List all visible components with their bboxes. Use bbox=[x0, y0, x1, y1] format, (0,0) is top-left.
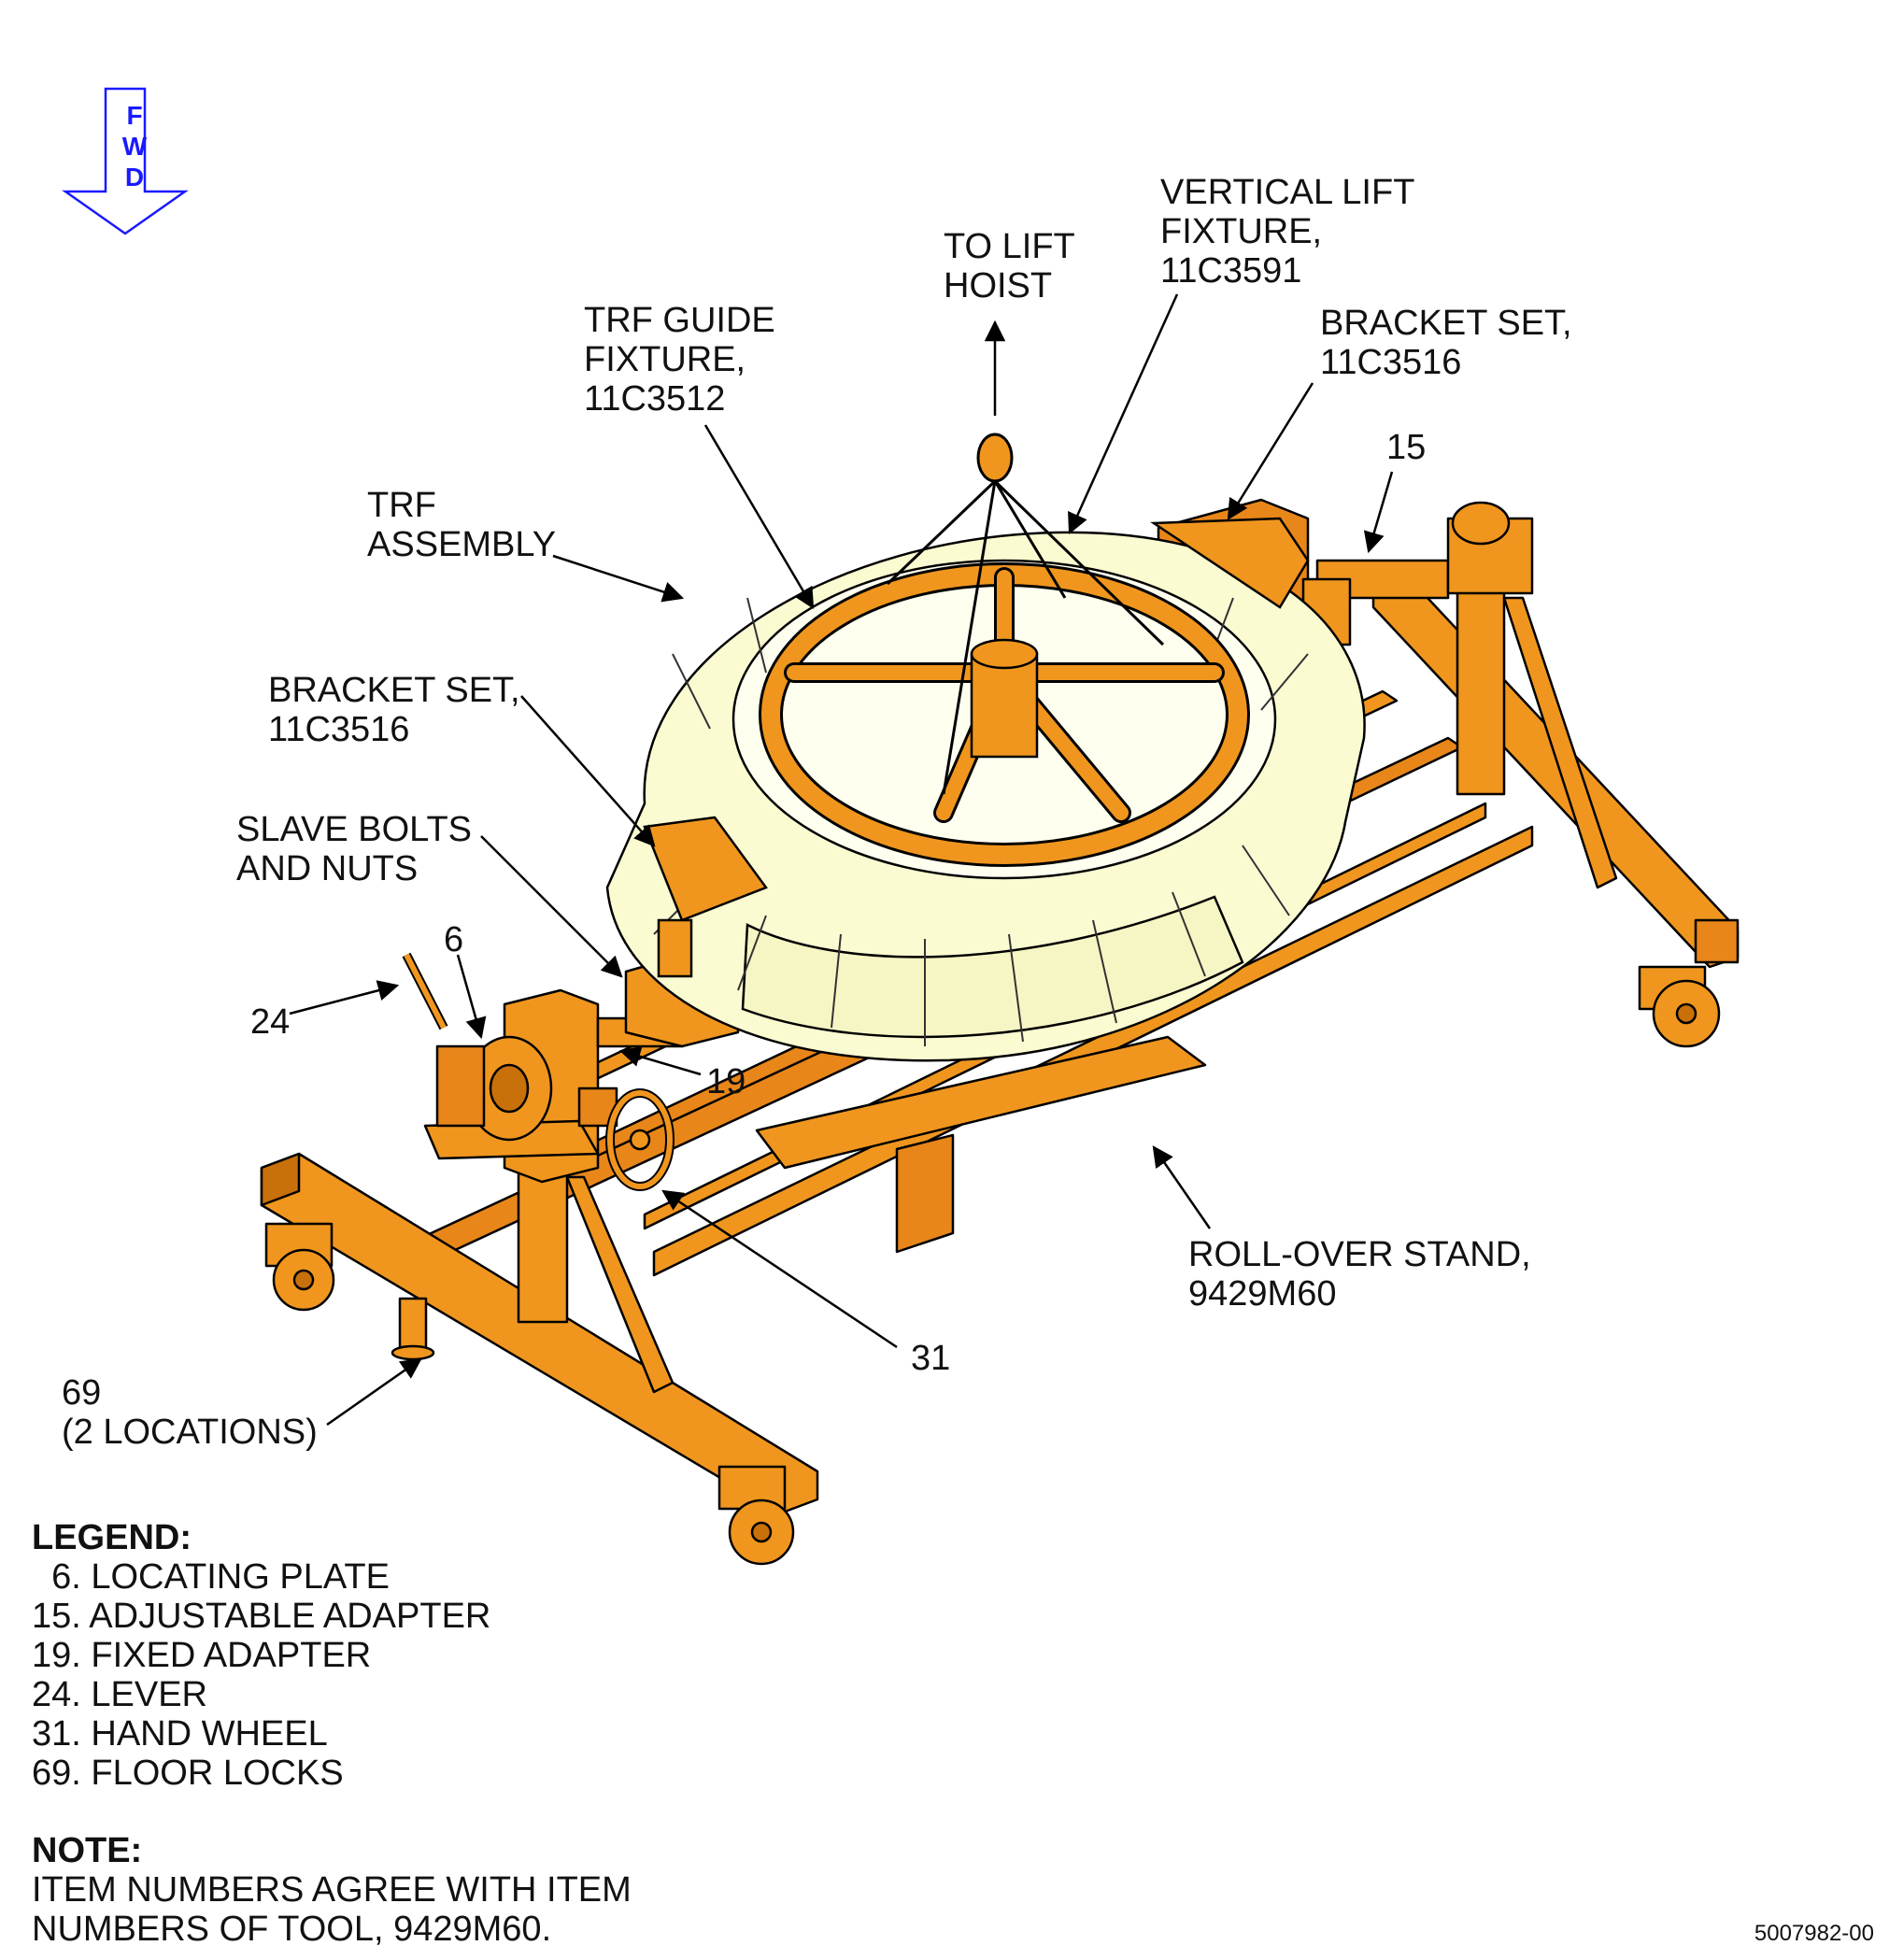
trf-guide-fixture bbox=[759, 562, 1250, 867]
label-item-6: 6 bbox=[444, 920, 464, 959]
fwd-letter-f: F bbox=[126, 101, 143, 130]
rear-upright bbox=[1456, 577, 1506, 796]
rear-crossbar bbox=[1371, 568, 1740, 969]
fwd-arrow-icon bbox=[62, 87, 189, 235]
lift-ring bbox=[976, 433, 1014, 483]
label-item-19: 19 bbox=[706, 1062, 746, 1101]
legend-item: 6. LOCATING PLATE bbox=[32, 1557, 390, 1597]
note: NOTE: ITEM NUMBERS AGREE WITH ITEM NUMBE… bbox=[32, 1831, 632, 1949]
floor-lock bbox=[391, 1297, 435, 1361]
label-vertical-lift-fixture: VERTICAL LIFT FIXTURE, 11C3591 bbox=[1160, 173, 1415, 291]
guide-hub bbox=[970, 652, 1039, 759]
label-roll-over-stand: ROLL-OVER STAND, 9429M60 bbox=[1188, 1235, 1531, 1314]
legend-title: LEGEND: bbox=[32, 1518, 192, 1557]
label-bracket-set-right: BRACKET SET, 11C3516 bbox=[1320, 304, 1572, 382]
legend-item: 15. ADJUSTABLE ADAPTER bbox=[32, 1597, 491, 1636]
vertical-lift-fixture bbox=[886, 433, 1165, 795]
label-item-31: 31 bbox=[911, 1339, 951, 1378]
legend-item: 19. FIXED ADAPTER bbox=[32, 1636, 372, 1675]
slide-plate bbox=[755, 1035, 1207, 1170]
legend-item: 31. HAND WHEEL bbox=[32, 1714, 328, 1754]
label-slave-bolts-and-nuts: SLAVE BOLTS AND NUTS bbox=[236, 810, 473, 888]
caster-rear bbox=[1638, 965, 1721, 1048]
front-upright bbox=[517, 1161, 569, 1324]
rear-brace bbox=[1502, 596, 1618, 889]
hand-wheel bbox=[605, 1088, 675, 1191]
label-trf-guide-fixture: TRF GUIDE FIXTURE, 11C3512 bbox=[584, 301, 775, 419]
fwd-letter-d: D bbox=[124, 163, 145, 192]
label-item-69: 69 (2 LOCATIONS) bbox=[62, 1373, 318, 1452]
bracket-set-left bbox=[643, 816, 768, 922]
note-title: NOTE: bbox=[32, 1831, 143, 1870]
note-text: ITEM NUMBERS AGREE WITH ITEM NUMBERS OF … bbox=[32, 1870, 632, 1949]
label-item-24: 24 bbox=[250, 1002, 291, 1042]
legend-item: 24. LEVER bbox=[32, 1675, 207, 1714]
label-trf-assembly: TRF ASSEMBLY bbox=[367, 486, 557, 564]
lever bbox=[402, 952, 448, 1030]
trf-lower-band bbox=[741, 895, 1244, 1039]
label-item-15: 15 bbox=[1386, 428, 1427, 467]
label-bracket-set-left: BRACKET SET, 11C3516 bbox=[268, 671, 520, 749]
document-number: 5007982-00 bbox=[1754, 1921, 1874, 1946]
caster-front-left bbox=[264, 1222, 335, 1312]
leader-lines bbox=[289, 293, 1394, 1427]
caster-front-right bbox=[717, 1465, 795, 1566]
fwd-letter-w: W bbox=[121, 132, 148, 161]
legend: LEGEND: 6. LOCATING PLATE 15. ADJUSTABLE… bbox=[32, 1518, 490, 1793]
front-brace bbox=[565, 1175, 675, 1394]
label-to-lift-hoist: TO LIFT HOIST bbox=[944, 227, 1075, 305]
legend-item: 69. FLOOR LOCKS bbox=[32, 1754, 344, 1793]
